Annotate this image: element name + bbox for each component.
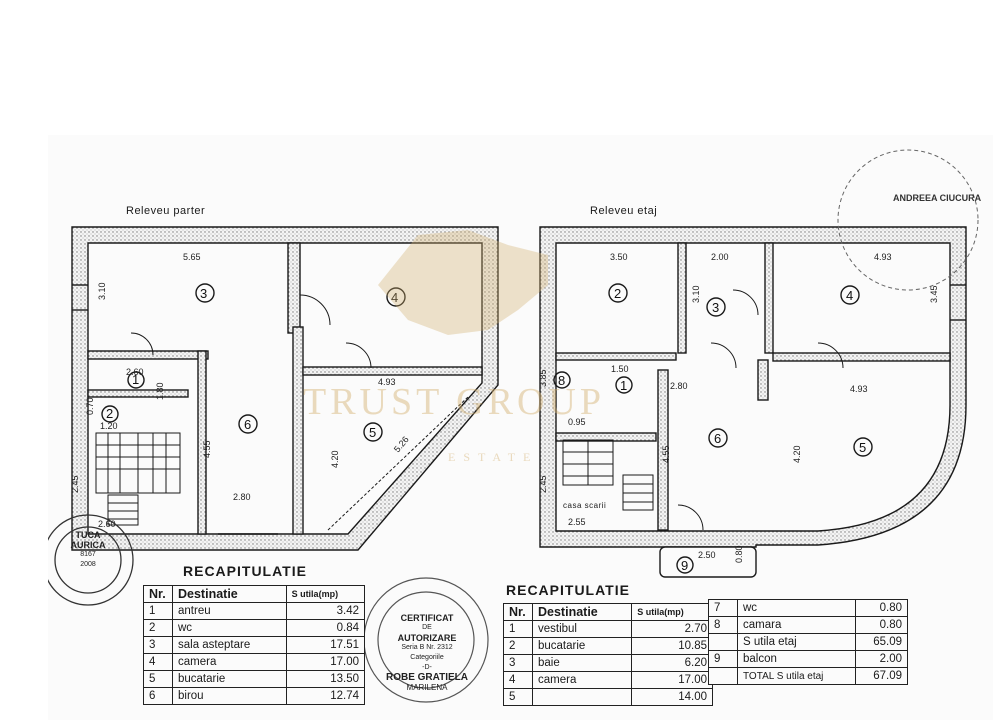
svg-text:4.20: 4.20 <box>792 445 802 463</box>
stamp-signature-text: ANDREEA CIUCURA <box>893 193 982 203</box>
certificate-categorie: Categoriile <box>410 654 444 661</box>
svg-text:5: 5 <box>859 440 866 455</box>
svg-text:1.50: 1.50 <box>611 364 629 374</box>
svg-text:4.93: 4.93 <box>378 377 396 387</box>
floor-plans-drawing: 3 4 1 2 6 5 5.65 3.10 2.60 0.70 1.20 1.8… <box>48 149 979 703</box>
col-s-utila: S utila(mp) <box>631 603 713 621</box>
evaluator-stamp-text: TUCA AURICA 8167 2008 <box>70 530 106 568</box>
svg-text:2.80: 2.80 <box>233 492 251 502</box>
svg-text:5: 5 <box>369 425 376 440</box>
svg-text:0.70: 0.70 <box>85 397 95 415</box>
certificate-block: CERTIFICAT DE AUTORIZARE Seria B Nr. 231… <box>378 613 476 693</box>
watermark-sub: ESTATE <box>448 450 539 464</box>
recap-right-title: RECAPITULATIE <box>506 582 630 598</box>
svg-text:2.45: 2.45 <box>538 475 548 493</box>
upper-floor-title: Releveu etaj <box>590 205 658 217</box>
svg-text:6: 6 <box>244 417 251 432</box>
svg-text:4: 4 <box>846 288 853 303</box>
svg-text:4.55: 4.55 <box>661 445 671 463</box>
svg-text:4.55: 4.55 <box>202 440 212 458</box>
svg-text:4.93: 4.93 <box>874 252 892 262</box>
col-destinatie: Destinatie <box>172 585 287 603</box>
upper-stair-label: casa scarii <box>563 501 607 510</box>
certificate-serie: Seria B Nr. 2312 <box>401 644 453 651</box>
col-nr: Nr. <box>143 585 173 603</box>
ground-floor-room-numbers: 3 4 1 2 6 5 <box>106 286 398 440</box>
svg-text:2.00: 2.00 <box>711 252 729 262</box>
handshake-watermark <box>378 230 548 335</box>
svg-text:6: 6 <box>714 431 721 446</box>
svg-text:3.50: 3.50 <box>610 252 628 262</box>
svg-text:2: 2 <box>614 286 621 301</box>
svg-text:2.55: 2.55 <box>568 517 586 527</box>
svg-text:2.50: 2.50 <box>698 550 716 560</box>
svg-text:1.20: 1.20 <box>100 421 118 431</box>
svg-text:9: 9 <box>681 558 688 573</box>
upper-floor-dimensions: 3.50 2.00 4.93 3.10 3.45 1.50 2.80 4.93 … <box>538 252 939 563</box>
svg-text:3.10: 3.10 <box>691 285 701 303</box>
svg-text:4.20: 4.20 <box>330 450 340 468</box>
upper-floor-plan <box>539 226 967 578</box>
floor-plan-sheet: 3 4 1 2 6 5 5.65 3.10 2.60 0.70 1.20 1.8… <box>48 135 993 720</box>
certificate-cat-val: -D- <box>422 664 432 671</box>
svg-text:8: 8 <box>558 373 565 388</box>
certificate-de: DE <box>422 624 432 631</box>
certificate-autorizare: AUTORIZARE <box>397 633 457 643</box>
table-header-row: Nr. Destinatie S utila(mp) <box>503 603 713 621</box>
certificate-name1: ROBE GRATIELA <box>385 672 469 683</box>
svg-text:2: 2 <box>106 406 113 421</box>
svg-text:3.45: 3.45 <box>929 285 939 303</box>
svg-text:1: 1 <box>620 378 627 393</box>
svg-text:1.80: 1.80 <box>155 382 165 400</box>
col-destinatie: Destinatie <box>531 603 633 621</box>
svg-text:3.85: 3.85 <box>538 369 548 387</box>
svg-text:4: 4 <box>391 290 398 305</box>
svg-text:5.65: 5.65 <box>183 252 201 262</box>
table-header-row: Nr. Destinatie S utila(mp) <box>143 585 366 603</box>
evaluator-stamp <box>48 514 134 606</box>
top-right-stamp <box>837 149 979 291</box>
certificate-title: CERTIFICAT <box>400 613 454 623</box>
svg-text:3.10: 3.10 <box>97 282 107 300</box>
watermark-brand: TRUST GROUP <box>303 381 605 423</box>
svg-text:1: 1 <box>132 372 139 387</box>
svg-text:2.60: 2.60 <box>126 367 144 377</box>
col-s-utila: S utila(mp) <box>285 585 366 603</box>
svg-text:3: 3 <box>200 286 207 301</box>
svg-text:0.95: 0.95 <box>568 417 586 427</box>
svg-text:3: 3 <box>712 300 719 315</box>
upper-floor-room-numbers: 2 3 4 8 1 6 5 9 <box>558 286 866 573</box>
ground-floor-plan <box>71 226 499 551</box>
svg-text:2.60: 2.60 <box>98 519 116 529</box>
svg-text:2.45: 2.45 <box>70 475 80 493</box>
ground-floor-title: Releveu parter <box>126 205 206 217</box>
svg-text:0.80: 0.80 <box>734 545 744 563</box>
recap-left-title: RECAPITULATIE <box>183 563 307 579</box>
svg-text:4.93: 4.93 <box>850 384 868 394</box>
svg-text:2.80: 2.80 <box>670 381 688 391</box>
col-nr: Nr. <box>503 603 533 621</box>
certificate-name2: MARILENA <box>406 683 448 692</box>
